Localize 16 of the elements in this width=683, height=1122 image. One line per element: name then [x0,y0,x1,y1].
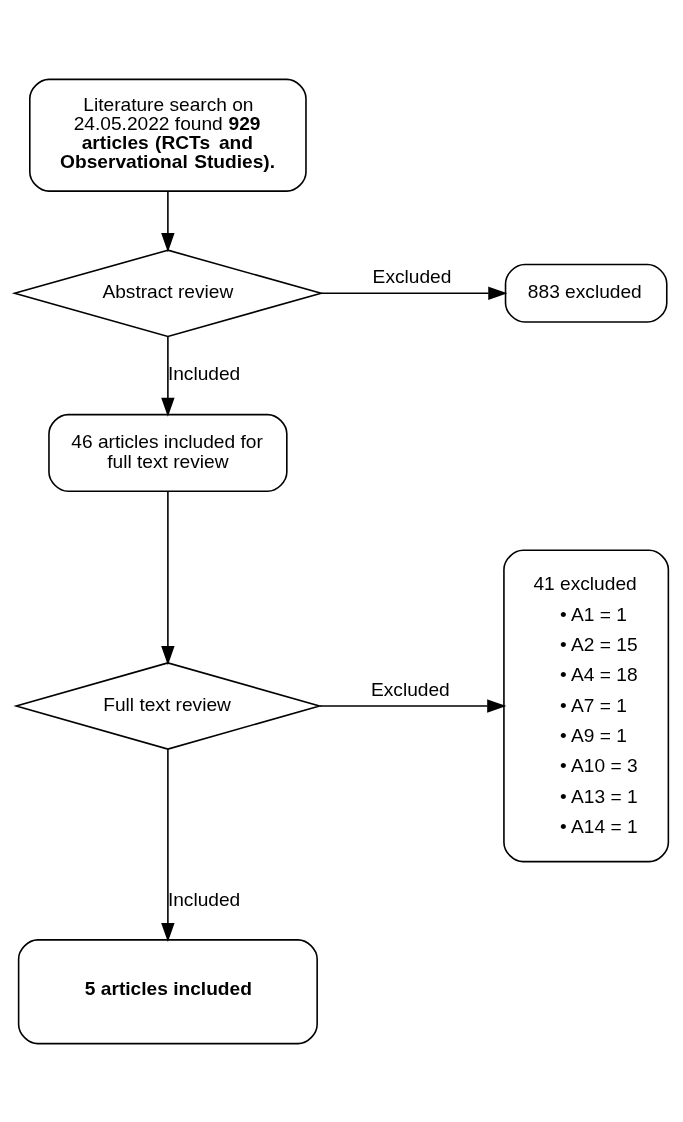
node-box: Literature search on 24.05.2022 found 929 articles (RCTs and Observational Studies). [29,78,307,192]
arrow [320,286,508,300]
node-diamond: Full text review [13,661,323,750]
arrow [161,490,175,665]
node-box: 5 articles included [17,938,318,1044]
node-box: 41 excluded • A1 = 1 • A2 = 15 • A4 = 18 • A7 = 1 • A9 = 1 • A10 = 3 • A13 = 1 • A14 = 1 [503,549,670,862]
node-box: 46 articles included for full text review [48,413,288,492]
arrow [161,747,175,942]
edge-label: Excluded [371,678,450,700]
edge-label: Included [167,362,241,384]
node-box: 883 excluded [504,263,668,323]
edge-label: Included [167,888,241,910]
edge-label: Excluded [372,265,452,287]
arrow [161,190,175,252]
arrow [161,335,175,417]
arrow [319,698,507,713]
